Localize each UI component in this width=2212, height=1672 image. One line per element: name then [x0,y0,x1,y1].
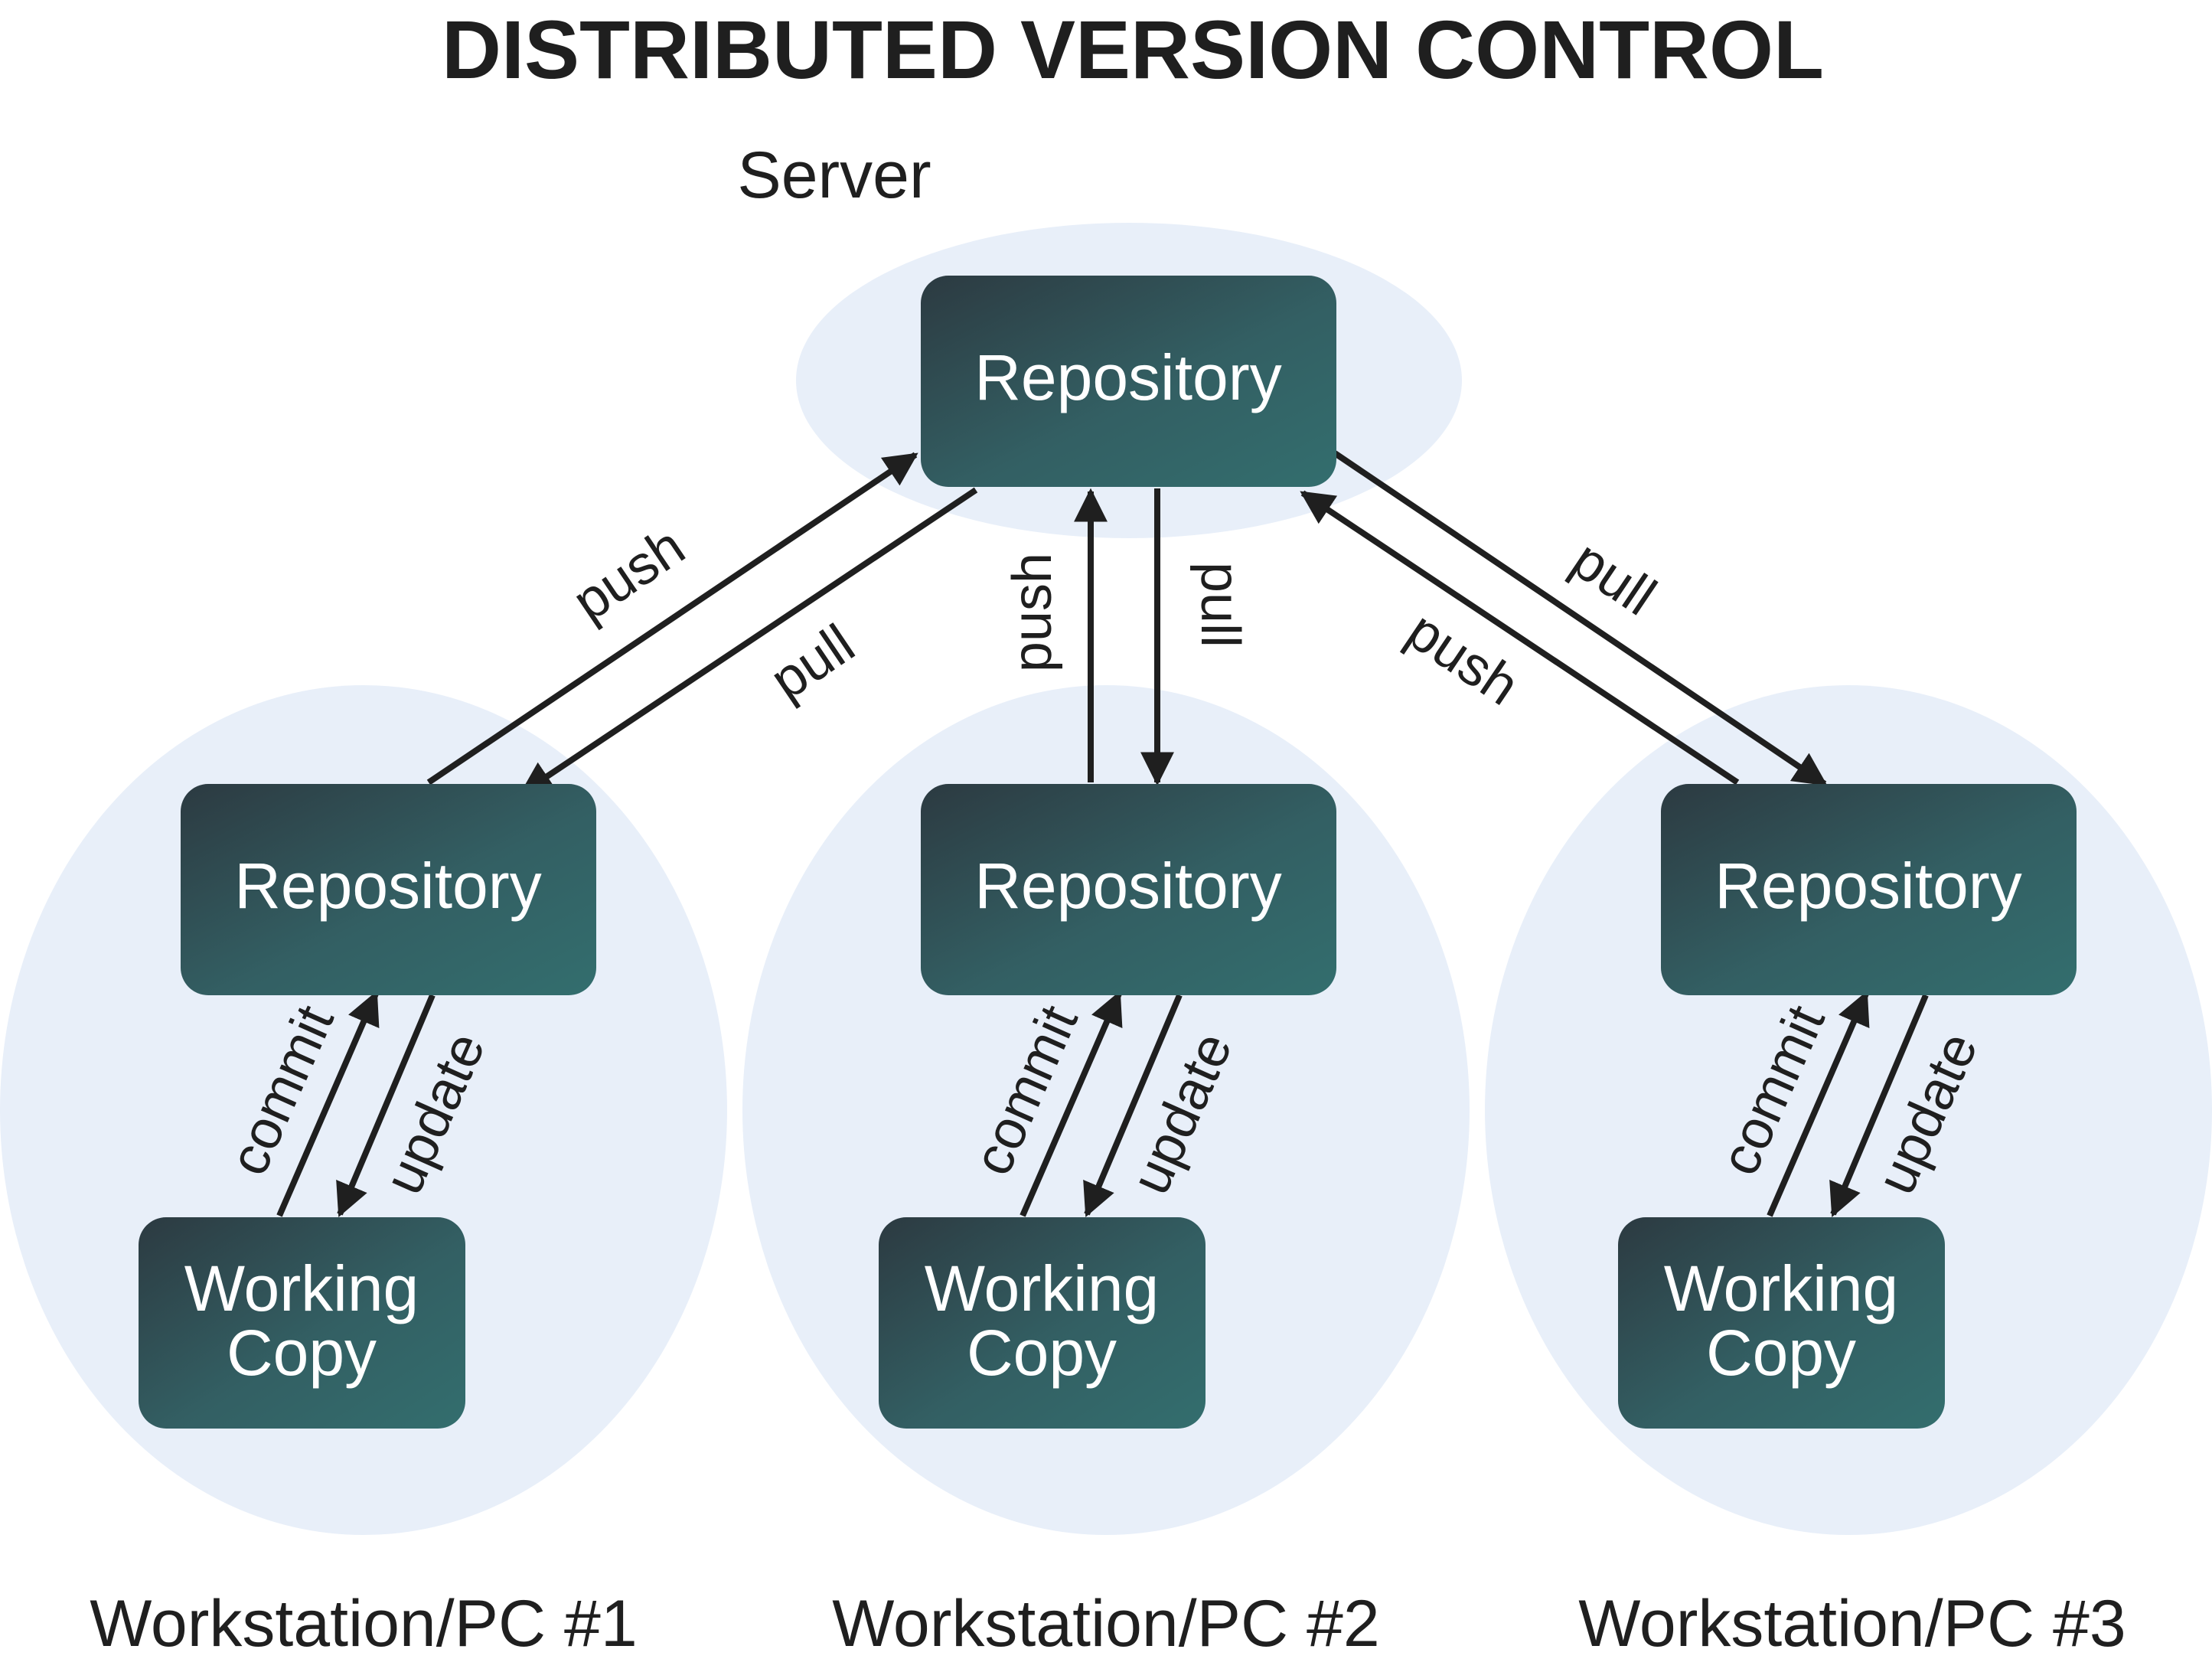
workstation-2-repository-label: Repository [974,850,1282,922]
commit-arrow-1 [276,990,380,1217]
push-label-3: push [1396,599,1529,717]
push-arrow-3 [1300,490,1740,785]
working-copy-line-2: Copy [967,1317,1117,1389]
push-label-2: push [1002,553,1063,672]
workstation-2-label: Workstation/PC #2 [832,1587,1379,1661]
server-label: Server [737,139,931,212]
workstation-1-working-copy-box[interactable]: Working Copy [139,1217,465,1429]
pull-label-2: pull [1189,562,1251,648]
workstation-3-repository-label: Repository [1714,850,2022,922]
workstation-2-repository-box[interactable]: Repository [921,784,1336,995]
working-copy-line-1: Working [925,1252,1160,1324]
update-arrow-2 [1083,994,1183,1218]
commit-arrow-2 [1020,990,1123,1217]
update-arrow-1 [336,994,436,1218]
workstation-3-label: Workstation/PC #3 [1578,1587,2126,1661]
push-arrow-1 [426,452,918,785]
workstation-1-repository-label: Repository [234,850,542,922]
update-arrow-3 [1829,994,1929,1218]
working-copy-line-2: Copy [1706,1317,1856,1389]
server-repository-box[interactable]: Repository [921,276,1336,487]
commit-arrow-3 [1767,990,1870,1217]
diagram-title: DISTRIBUTED VERSION CONTROL [442,3,1824,96]
pull-arrow-1 [519,487,978,796]
working-copy-line-1: Working [1664,1252,1899,1324]
working-copy-line-1: Working [184,1252,419,1324]
workstation-3-working-copy-box[interactable]: Working Copy [1618,1217,1945,1429]
workstation-3-repository-box[interactable]: Repository [1661,784,2077,995]
workstation-1-repository-box[interactable]: Repository [181,784,596,995]
pull-label-3: pull [1561,529,1667,628]
pull-label-1: pull [760,613,866,712]
server-repository-label: Repository [974,341,1282,413]
working-copy-line-2: Copy [227,1317,377,1389]
workstation-2-working-copy-box[interactable]: Working Copy [879,1217,1206,1429]
pull-arrow-3 [1333,450,1828,787]
workstation-1-label: Workstation/PC #1 [90,1587,637,1661]
